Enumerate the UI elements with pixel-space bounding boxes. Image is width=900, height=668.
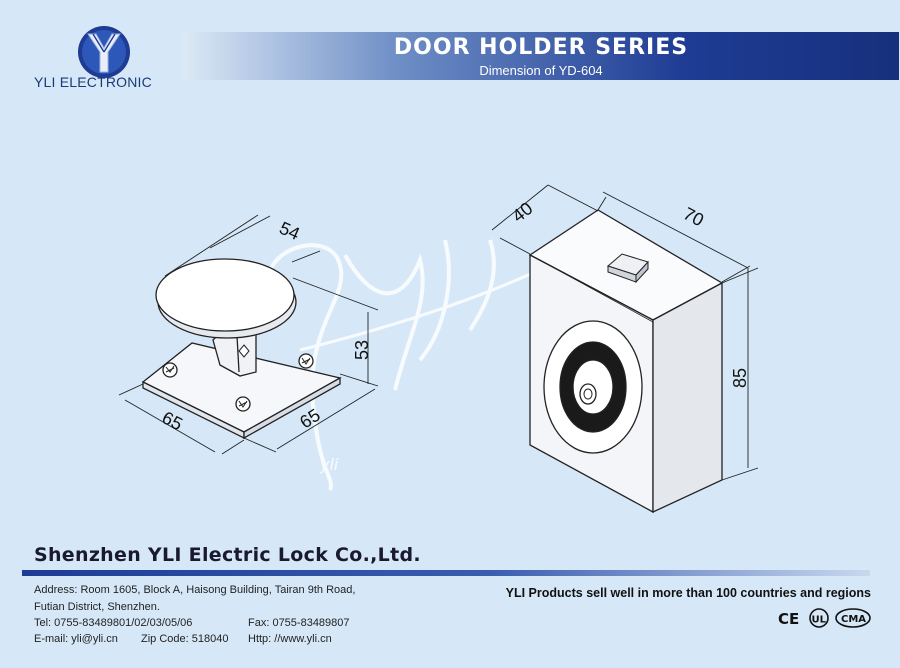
magnet-depth-label: 40 <box>508 198 536 226</box>
holder-base-width-label: 65 <box>159 407 186 434</box>
fax: Fax: 0755-83489807 <box>248 617 350 629</box>
company-name: Shenzhen YLI Electric Lock Co.,Ltd. <box>34 544 421 566</box>
footer-divider <box>22 570 870 576</box>
address-line-1: Address: Room 1605, Block A, Haisong Bui… <box>34 584 356 596</box>
address-line-2: Futian District, Shenzhen. <box>34 601 160 613</box>
company-short-name: YLI ELECTRONIC <box>34 74 152 90</box>
yli-logo-icon <box>78 26 130 78</box>
ce-mark-icon: CE <box>778 610 799 628</box>
holder-dimension-lines <box>118 214 379 455</box>
title-banner <box>183 32 899 80</box>
dimension-subtitle: Dimension of YD-604 <box>479 63 603 78</box>
cma-mark-icon: CMA <box>841 614 866 625</box>
holder-diameter-label: 54 <box>276 218 302 244</box>
magnet-width-label: 70 <box>680 203 707 230</box>
holder-height-label: 53 <box>352 340 372 360</box>
series-title: DOOR HOLDER SERIES <box>393 35 689 60</box>
certification-marks: CE UL CMA <box>778 608 871 628</box>
dimension-drawing: yli 54 53 65 65 <box>118 184 759 514</box>
email-link[interactable]: E-mail: yli@yli.cn <box>34 633 118 645</box>
watermark-text: yli <box>319 455 339 474</box>
slogan: YLI Products sell well in more than 100 … <box>505 586 871 600</box>
zip-code: Zip Code: 518040 <box>141 633 229 645</box>
magnet-drawing <box>528 209 724 514</box>
magnet-height-label: 85 <box>730 368 750 388</box>
ul-mark-icon: UL <box>812 615 827 626</box>
holder-drawing <box>141 258 342 440</box>
telephone: Tel: 0755-83489801/02/03/05/06 <box>34 617 193 629</box>
holder-base-depth-label: 65 <box>296 405 324 433</box>
magnet-dimension-lines <box>491 184 759 481</box>
website-link[interactable]: Http: //www.yli.cn <box>248 633 332 645</box>
